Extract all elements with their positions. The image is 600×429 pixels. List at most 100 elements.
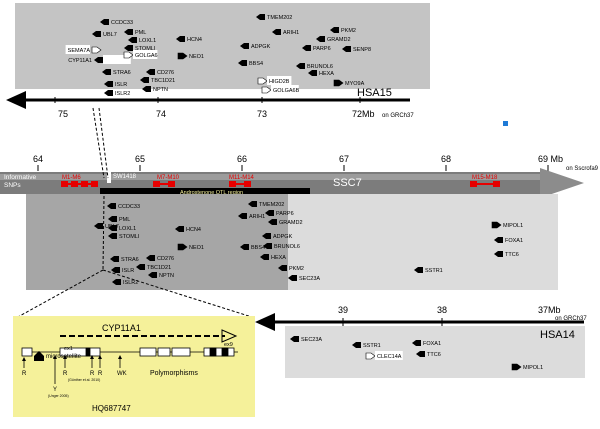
gene-label: HEXA	[319, 71, 334, 77]
hsa15-gene-golga6: GOLGA6	[123, 50, 158, 59]
zoom-connectors	[15, 107, 256, 319]
gene-arrow-left-icon	[102, 69, 111, 75]
gene-arrow-left-icon	[104, 90, 113, 96]
hsa15-gene-hcn4: HCN4	[176, 36, 202, 43]
ssc7-assembly: on Sscrofa9	[566, 166, 599, 172]
snp-group-m1-m6: M1-M6	[62, 175, 81, 181]
hsa14-panel	[285, 326, 585, 378]
gene-label: GRAMD2	[327, 37, 351, 43]
ssc7-gene-stra6: STRA6	[110, 256, 139, 263]
gene-label: ISLR	[115, 82, 127, 88]
gene-label: CCDC33	[111, 20, 133, 26]
gene-label: FOXA1	[505, 238, 523, 244]
hsa15-label: HSA15	[357, 87, 392, 99]
ssc7-gene-ttc6: TTC6	[494, 251, 519, 258]
gene-arrow-left-icon	[112, 279, 121, 285]
gene-arrow-left-icon	[94, 223, 103, 229]
gene-label: STOMLI	[135, 46, 156, 52]
gene-arrow-left-icon	[140, 77, 149, 83]
variant-r-3: R	[90, 371, 95, 377]
gene-arrow-left-icon	[104, 81, 113, 87]
hsa15-gene-pkm2: PKM2	[330, 27, 356, 34]
hsa15-tick-73: 73	[257, 109, 267, 119]
hsa15-tick-75: 75	[58, 109, 68, 119]
hsa15-gene-brunol6: BRUNOL6	[296, 63, 333, 70]
hsa14-gene-sec23a: SEC23A	[290, 336, 322, 343]
gene-label: FOXA1	[423, 341, 441, 347]
ssc7-gene-loxl1: LOXL1	[108, 225, 136, 232]
microsatellite-label: microsatellite	[46, 354, 82, 360]
gene-label: HIGD2B	[269, 79, 290, 85]
gene-label: ADPGK	[273, 234, 293, 240]
ssc7-tick-marks	[37, 165, 549, 171]
hsa14-tick-37: 37Mb	[538, 305, 561, 315]
ssc7-gene-hcn4: HCN4	[175, 226, 201, 233]
ssc7-tick-67: 67	[339, 154, 349, 164]
snp-markers	[61, 181, 500, 187]
ssc7-gene-hexa: HEXA	[260, 254, 286, 261]
ref-unger: (Unger 2005)	[48, 394, 69, 398]
gene-label: CD276	[157, 70, 174, 76]
gene-label: HCN4	[187, 37, 202, 43]
ssc7-tick-66: 66	[237, 154, 247, 164]
sw1418-label: SW1418	[113, 174, 137, 180]
gene-label: TMEM202	[259, 202, 284, 208]
snps-label-line1: Informative	[4, 174, 37, 181]
gene-arrow-right-icon	[511, 363, 522, 371]
hsa15-assembly: on GRCh37	[382, 113, 414, 119]
hsa15-gene-golga6b: GOLGA6B	[261, 85, 300, 94]
accession-label: HQ687747	[92, 404, 131, 413]
ssc7-gene-neo1: NEO1	[177, 243, 204, 251]
gene-label: TTC6	[427, 352, 441, 358]
gene-arrow-left-icon	[296, 63, 305, 69]
ssc7-gene-group: CCDC33UBL7PMLLOXL1STOMLISTRA6ISLRISLR2CD…	[94, 201, 523, 286]
gene-label-box	[65, 45, 90, 54]
gene-label: HEXA	[271, 255, 286, 261]
gene-arrow-left-icon	[342, 46, 351, 52]
gene-arrow-left-icon	[256, 14, 265, 20]
gene-arrow-left-icon	[248, 201, 257, 207]
gene-label: PML	[135, 30, 146, 36]
hsa15-gene-parp6: PARP6	[302, 45, 331, 52]
gene-label: CD276	[157, 256, 174, 262]
gene-label: LOXL1	[139, 38, 156, 44]
gene-label: STRA6	[121, 257, 139, 263]
variant-arrowheads	[22, 355, 122, 361]
ssc7-tick-68: 68	[441, 154, 451, 164]
gene-arrow-left-icon	[136, 264, 145, 270]
gene-label-box	[375, 351, 403, 360]
hsa15-gene-adpgk: ADPGK	[240, 43, 271, 50]
qtl-region-label: Androstenone QTL region	[180, 190, 243, 196]
hsa14-tick-39: 39	[338, 305, 348, 315]
gene-arrow-left-icon	[414, 267, 423, 273]
ssc7-gene-sstr1: SSTR1	[414, 267, 443, 274]
gene-label: TBC1D21	[151, 78, 175, 84]
hsa14-gene-ttc6: TTC6	[416, 351, 441, 358]
gene-label: GRAMD2	[279, 220, 303, 226]
hsa15-gene-higd2b: HIGD2B	[257, 76, 292, 85]
gene-label: PKM2	[289, 266, 304, 272]
gene-label: ARIH1	[249, 214, 265, 220]
gene-arrow-left-icon	[175, 226, 184, 232]
gene-label: ARIH1	[283, 30, 299, 36]
gene-arrow-left-icon	[110, 256, 119, 262]
gene-arrow-left-icon	[494, 251, 503, 257]
ref-gunther: (Günther et al. 2010)	[68, 378, 100, 382]
gene-label: NPTN	[159, 273, 174, 279]
gene-arrow-left-icon	[108, 233, 117, 239]
gene-label: BRUNOL6	[307, 64, 333, 70]
gene-arrow-right-icon	[91, 46, 102, 54]
gene-arrow-left-icon	[290, 336, 299, 342]
gene-arrow-left-icon	[238, 213, 247, 219]
ssc7-gene-bbs4: BBS4	[240, 244, 265, 251]
gene-arrow-left-icon	[262, 233, 271, 239]
gene-arrow-left-icon	[142, 86, 151, 92]
variant-y: Y	[53, 387, 57, 393]
gene-arrow-left-icon	[416, 351, 425, 357]
ssc7-gene-mipol1: MIPOL1	[491, 221, 523, 229]
gene-label: STRA6	[113, 70, 131, 76]
variant-r-4: R	[98, 371, 103, 377]
ssc7-gene-gramd2: GRAMD2	[268, 219, 303, 226]
